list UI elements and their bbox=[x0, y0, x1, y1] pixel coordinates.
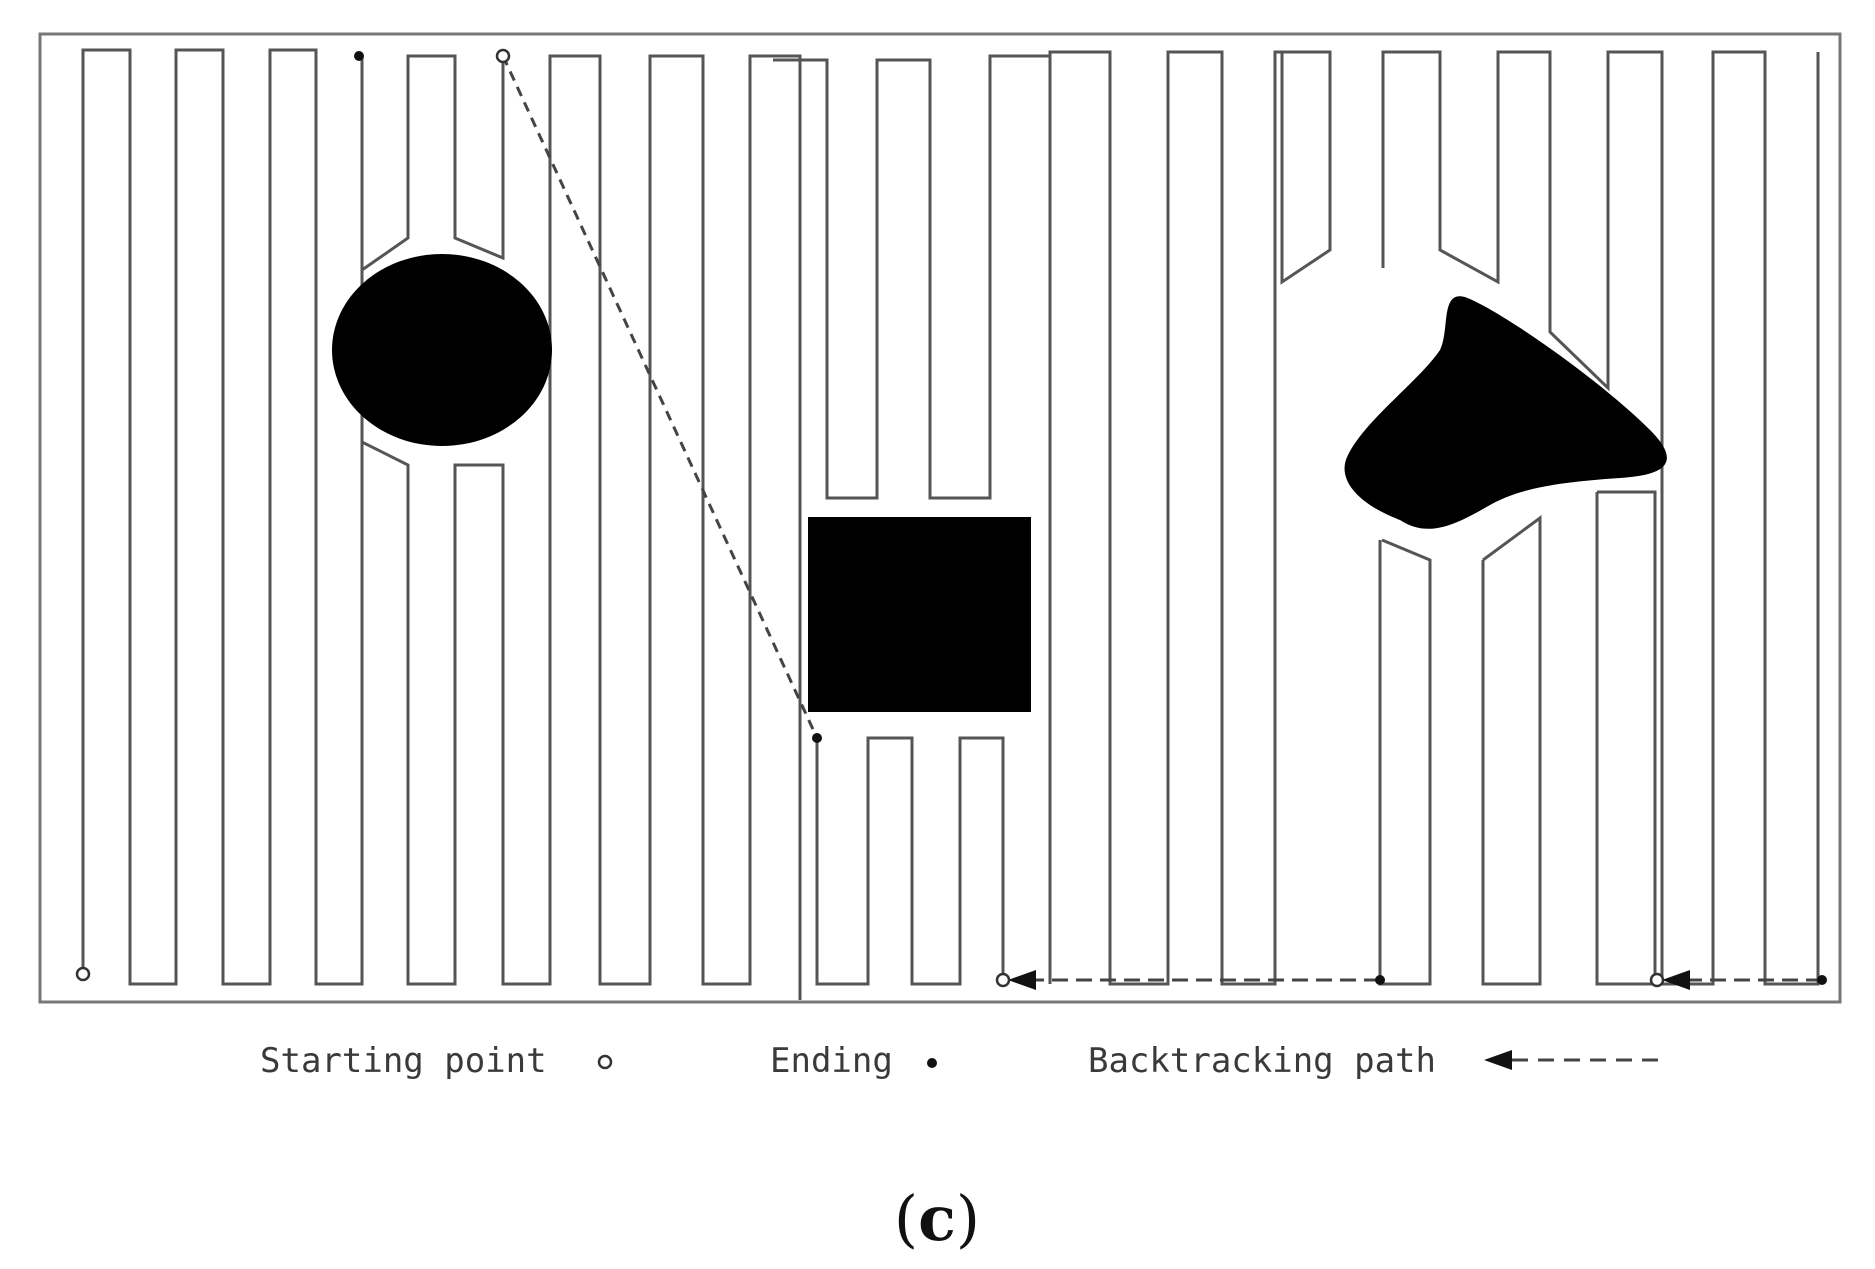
coverage-path-circle-region bbox=[360, 54, 802, 1000]
field-boundary bbox=[38, 32, 1842, 1004]
coverage-path-right bbox=[1048, 50, 1332, 986]
coverage-path-right-top bbox=[1381, 50, 1820, 986]
circle-obstacle bbox=[332, 254, 552, 446]
legend-backtrack-arrow bbox=[1484, 1050, 1512, 1070]
legend-start-marker bbox=[597, 1054, 613, 1070]
end-point-marker bbox=[1817, 975, 1827, 985]
end-point-marker bbox=[354, 51, 364, 61]
coverage-path-left bbox=[81, 48, 364, 986]
square-obstacle bbox=[808, 517, 1031, 712]
coverage-path-square-top bbox=[773, 54, 1052, 984]
backtrack-arrow-middle bbox=[1008, 970, 1036, 990]
legend: Starting point Ending Backtracking path bbox=[260, 1041, 1662, 1081]
legend-end-marker bbox=[927, 1058, 937, 1068]
coverage-path-square-bottom bbox=[815, 736, 1005, 986]
legend-end-label: Ending bbox=[770, 1041, 893, 1081]
end-point-marker bbox=[812, 733, 822, 743]
figure-caption: (c) bbox=[894, 1182, 980, 1255]
coverage-path-right-bottom-3 bbox=[1595, 490, 1657, 986]
coverage-path-right-bottom bbox=[1378, 538, 1432, 986]
coverage-path-right-bottom-2 bbox=[1481, 515, 1542, 986]
start-point-marker bbox=[995, 972, 1011, 988]
start-point-marker bbox=[75, 966, 91, 982]
backtrack-arrow-right bbox=[1662, 970, 1690, 990]
coverage-path-circle-top-2 bbox=[361, 54, 505, 272]
start-point-marker bbox=[1649, 972, 1665, 988]
start-point-marker bbox=[495, 48, 511, 64]
legend-backtrack-label: Backtracking path bbox=[1088, 1041, 1436, 1081]
blob-obstacle bbox=[1344, 296, 1667, 529]
backtrack-path-diagonal bbox=[501, 55, 819, 739]
end-point-marker bbox=[1375, 975, 1385, 985]
legend-start-label: Starting point bbox=[260, 1041, 547, 1081]
